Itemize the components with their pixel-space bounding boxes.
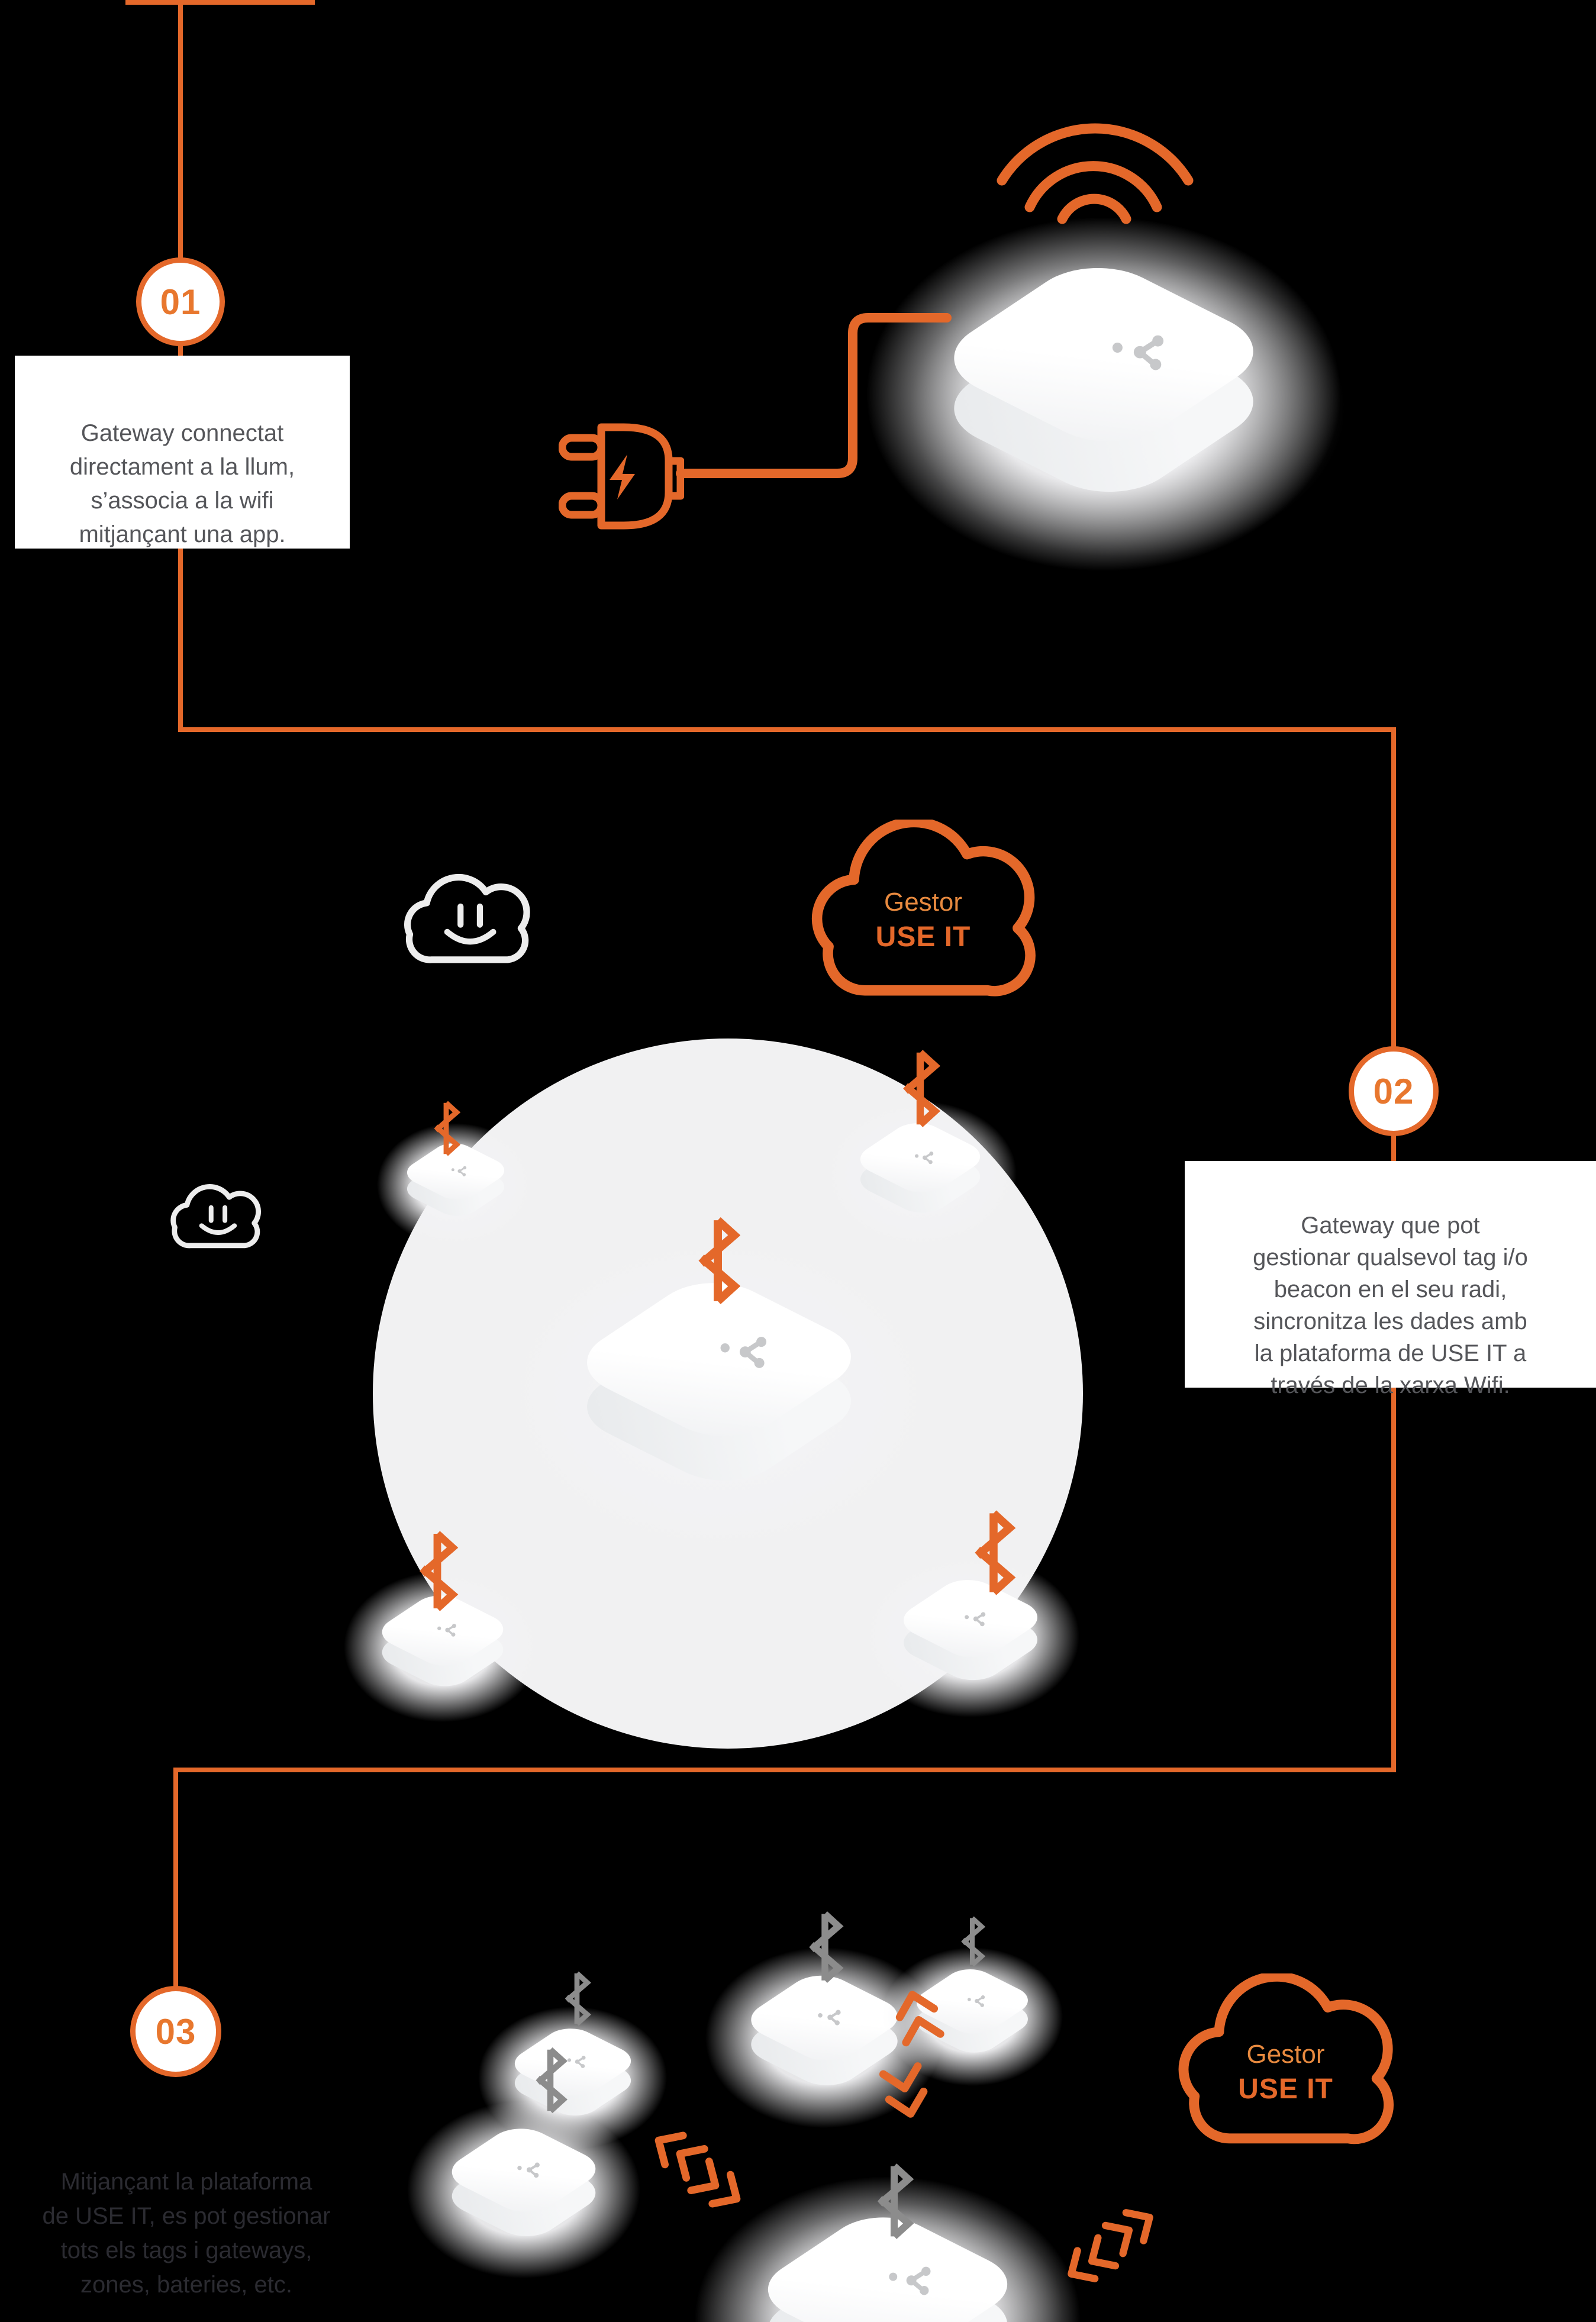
chevron-arrows-icon-upleft [654,2131,708,2182]
lightning-bolt-icon [610,454,635,499]
device-logo-icon [1112,335,1163,370]
device-logo-icon [889,2266,931,2295]
gestor-label: Gestor [1246,2039,1325,2069]
step-1-number-circle: 01 [136,257,225,346]
tag-device [407,2101,641,2279]
step-1-number: 01 [160,282,201,322]
step-3-number-circle: 03 [130,1986,221,2077]
connector-top-horizontal [125,0,315,5]
step-2-number-circle: 02 [1349,1046,1439,1136]
bluetooth-icon [903,1050,941,1127]
chevron-arrows-icon-up [895,1991,944,2047]
connector-step3-vertical [173,1769,178,1988]
step-1-textbox: Gateway connectat directament a la llum,… [15,356,350,549]
step-3-text: Mitjançant la plataforma de USE IT, es p… [0,2130,373,2302]
bluetooth-icon [420,1531,459,1611]
gateway-device-hero [866,217,1342,572]
bluetooth-icon [975,1510,1016,1595]
power-cable [676,313,952,478]
gestor-cloud-icon: Gestor USE IT [808,820,1039,1009]
connector-step2-vertical-2 [1391,1386,1396,1772]
device-logo-icon [720,1337,767,1369]
chevron-arrows-icon-upright [1101,2209,1153,2258]
bluetooth-icon-gray [961,1916,986,1967]
connector-step2-vertical [1391,729,1396,1162]
chevron-arrows-icon-downright [687,2157,741,2208]
connector-step1-vertical-2 [178,547,183,732]
gestor-cloud-icon-bottom: Gestor USE IT [1175,1973,1397,2157]
bluetooth-icon [434,1101,460,1156]
smiley-cloud-icon [395,869,540,972]
device-logo-icon [915,1152,934,1165]
power-plug-icon [559,423,684,530]
gestor-label: Gestor [884,888,963,917]
bluetooth-icon-gray [877,2163,914,2239]
step-3-text-content: Mitjançant la plataforma de USE IT, es p… [42,2169,331,2298]
device-logo-icon [965,1612,986,1627]
device-logo-icon [451,1166,466,1176]
bluetooth-icon-gray [565,1971,591,2026]
wifi-arcs-icon [997,123,1194,224]
tag-device [343,1572,541,1722]
bluetooth-icon [698,1217,740,1305]
tag-device [823,1101,1017,1247]
step-2-number: 02 [1373,1071,1414,1111]
tag-device [862,1556,1079,1718]
chevron-arrows-icon-downleft [1068,2234,1120,2282]
device-logo-icon [568,2056,586,2069]
chevron-arrows-icon-down [879,2062,928,2118]
useit-label: USE IT [875,921,971,953]
step-3-number: 03 [155,2011,196,2052]
bluetooth-icon-gray [536,2047,568,2114]
step-2-text: Gateway que pot gestionar qualsevol tag … [1253,1212,1528,1398]
bluetooth-icon-gray [809,1911,844,1983]
device-logo-icon [817,2010,841,2026]
device-logo-icon [517,2162,540,2178]
step-2-textbox: Gateway que pot gestionar qualsevol tag … [1185,1161,1596,1398]
connector-step2-horizontal [173,1768,1396,1772]
step-1-text: Gateway connectat directament a la llum,… [69,420,295,547]
connector-step1-vertical [178,0,183,357]
smiley-cloud-icon-small [165,1175,268,1260]
device-logo-icon [967,1995,985,2008]
tag-device [881,1947,1063,2086]
useit-label: USE IT [1238,2073,1333,2105]
connector-step1-horizontal [178,727,1396,732]
device-logo-icon [437,1624,456,1637]
